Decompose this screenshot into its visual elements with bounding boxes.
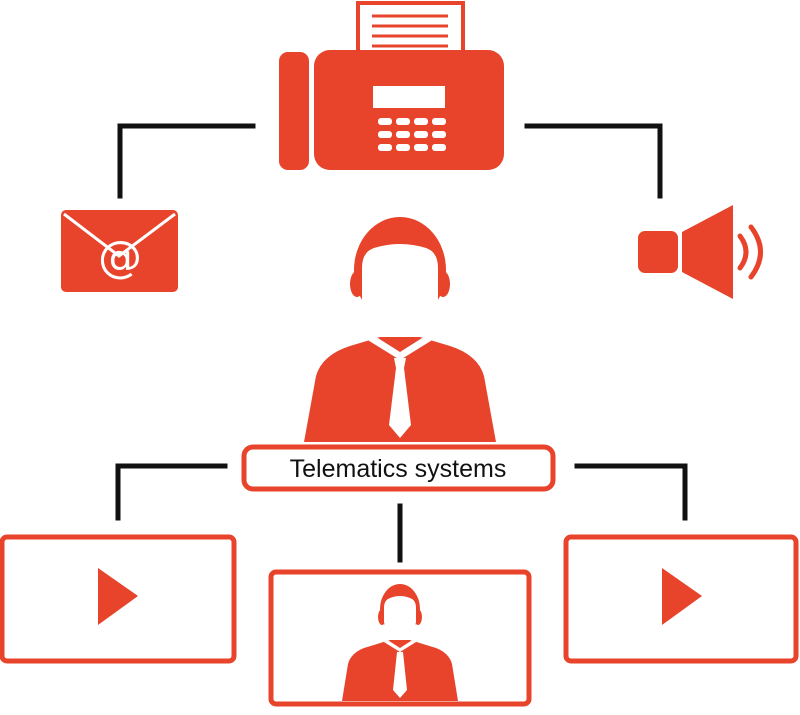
connector-fax-to-email <box>117 123 256 199</box>
connector-label-to-left-screen <box>115 463 228 521</box>
play-icon <box>662 568 702 625</box>
speaker-icon <box>638 205 763 299</box>
connectors <box>115 123 688 563</box>
play-icon <box>98 568 138 625</box>
email-icon: @ <box>61 210 178 292</box>
connector-fax-to-speaker <box>524 123 663 199</box>
at-sign-glyph: @ <box>98 232 142 283</box>
connector-label-to-right-screen <box>574 463 688 521</box>
fax-icon <box>279 1 504 170</box>
person-icon-small <box>342 584 458 701</box>
person-icon <box>304 217 496 442</box>
center-label-box: Telematics systems <box>241 444 556 492</box>
video-screen-right <box>563 534 799 664</box>
video-screen-center <box>268 569 532 707</box>
center-label: Telematics systems <box>290 455 507 483</box>
video-screen-left <box>0 534 237 664</box>
